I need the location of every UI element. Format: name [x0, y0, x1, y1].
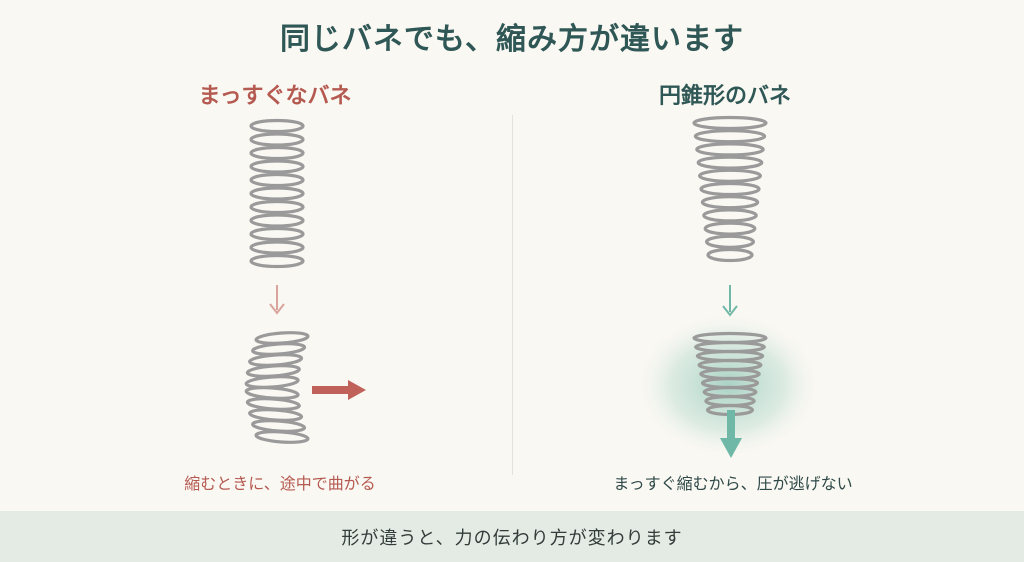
spring-coil	[692, 115, 768, 131]
spring-coil	[249, 253, 305, 269]
page-title: 同じバネでも、縮み方が違います	[279, 22, 745, 57]
spring-coil	[695, 142, 765, 157]
spring-coil	[249, 186, 305, 201]
spring-coil	[706, 247, 754, 263]
spring-coil	[249, 159, 305, 174]
straight-spring-caption: 縮むときに、途中で曲がる	[184, 474, 376, 493]
footer-bar	[0, 511, 1024, 562]
side-push-arrow-icon	[312, 380, 366, 400]
conical-spring-icon	[692, 115, 768, 263]
spring-coil	[249, 145, 305, 161]
footer-text: 形が違うと、力の伝わり方が変わります	[341, 528, 683, 549]
spring-coil	[254, 430, 310, 444]
conical-spring-heading: 円錐形のバネ	[658, 84, 791, 109]
spring-coil	[699, 181, 761, 197]
spring-coil	[249, 118, 305, 134]
spring-coil	[249, 132, 305, 147]
spring-coil	[249, 213, 305, 228]
pressure-glow	[633, 310, 823, 460]
conical-spring-caption: まっすぐ縮むから、圧が逃げない	[613, 474, 853, 493]
spring-coil	[696, 155, 764, 170]
spring-coil	[249, 240, 305, 255]
compressed-conical-spring-icon	[692, 331, 768, 417]
spring-coil	[249, 226, 305, 242]
spring-coil	[249, 172, 305, 188]
down-arrow-icon	[269, 285, 285, 315]
down-force-arrow-icon	[720, 410, 742, 458]
straight-spring-heading: まっすぐなバネ	[198, 84, 352, 109]
straight-spring-icon	[249, 118, 305, 269]
spring-coil	[697, 168, 762, 183]
spring-coil	[700, 195, 760, 210]
column-divider	[512, 115, 513, 475]
spring-coil	[703, 221, 757, 236]
spring-coil	[249, 199, 305, 215]
buckled-spring-icon	[244, 331, 310, 444]
spring-coil	[702, 208, 758, 223]
spring-coil	[693, 129, 767, 144]
spring-coil	[704, 234, 755, 249]
